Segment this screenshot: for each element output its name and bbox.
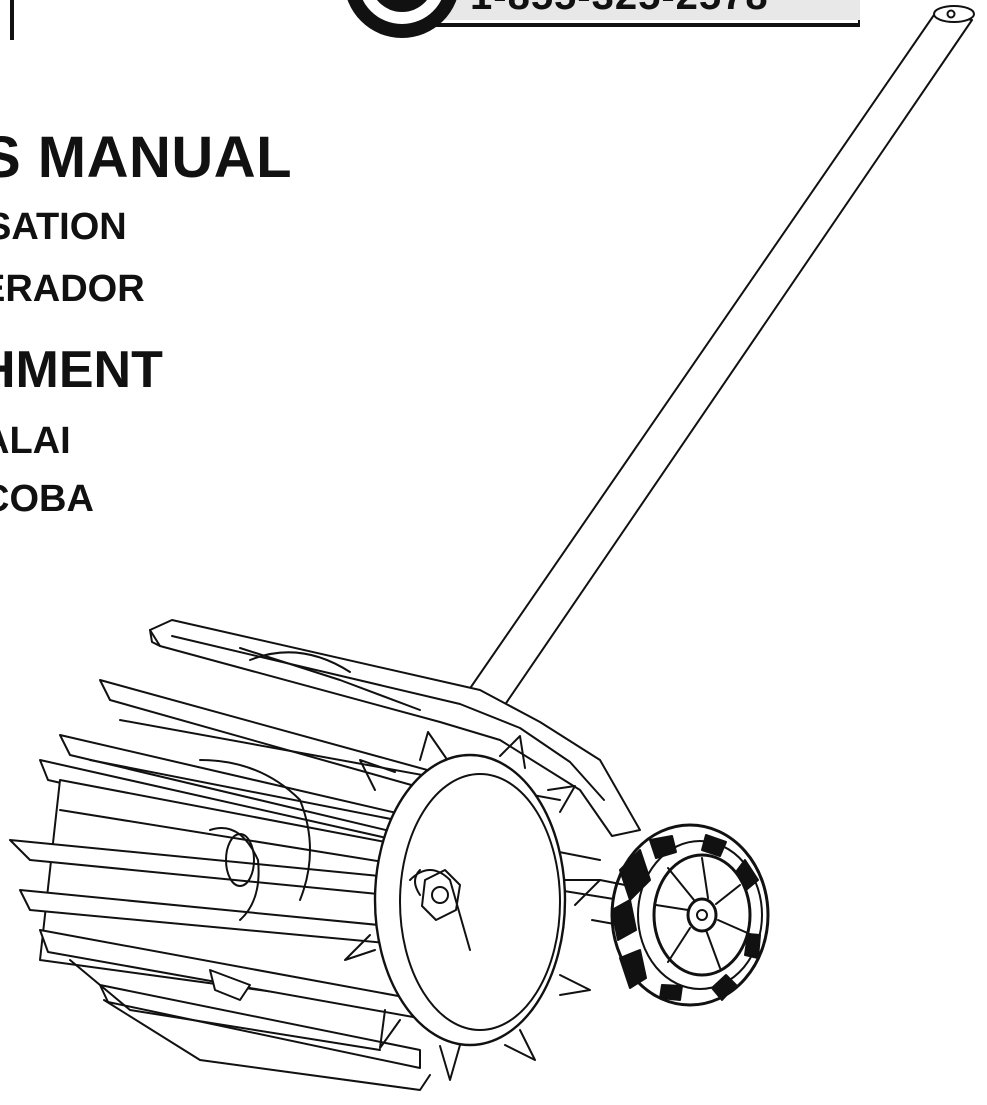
attachment-title-french: ALAI (0, 420, 71, 462)
contact-phone-text: 1-855-325-2578 (470, 0, 769, 19)
manual-title: S MANUAL (0, 125, 293, 190)
manual-title-french: SATION (0, 206, 127, 248)
attachment-title-spanish: COBA (0, 478, 94, 520)
brush-housing (149, 619, 641, 837)
end-plate-disc (344, 731, 601, 1081)
contact-badge-icon (347, 0, 860, 38)
manual-title-spanish: ERADOR (0, 268, 145, 310)
shaft-pole (461, 5, 975, 713)
attachment-title: HMENT (0, 341, 163, 399)
brush-fins-bottom (69, 959, 431, 1091)
support-wheel (591, 823, 770, 1007)
left-edge-mark (0, 0, 14, 40)
